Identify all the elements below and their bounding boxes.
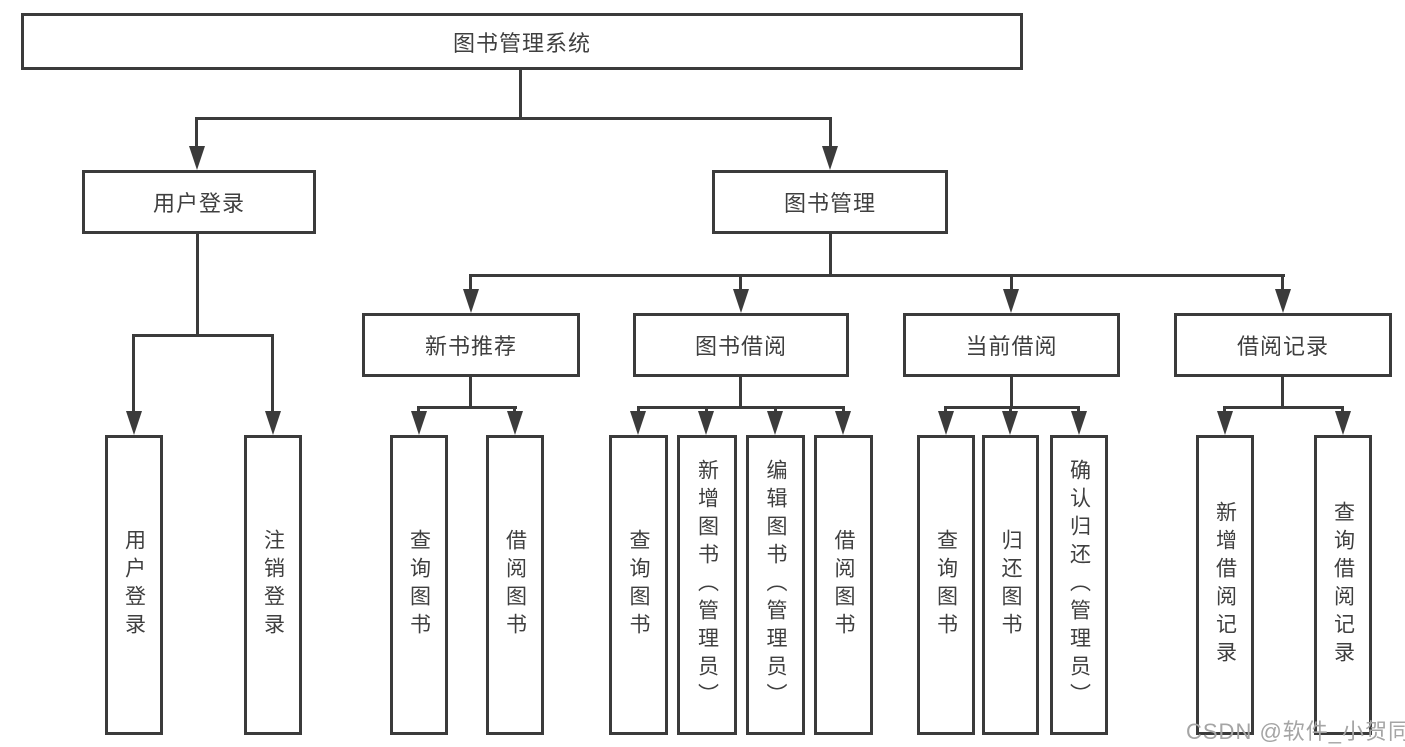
node-label: 新书推荐 [424,334,517,359]
node-root-label: 图书管理系统 [452,30,591,56]
leaf-borrow-books-2: 借阅图书 [814,435,873,735]
node-book-mgmt-label: 图书管理 [783,191,876,216]
arrow-down-icon [463,289,479,313]
leaf-query-borrow-record: 查询借阅记录 [1314,435,1372,735]
connector-line [469,377,472,409]
node-borrow-records: 借阅记录 [1174,313,1392,377]
leaf-add-borrow-record: 新增借阅记录 [1196,435,1254,735]
arrow-down-icon [126,411,142,435]
leaf-borrow-books-1: 借阅图书 [486,435,544,735]
connector-line [469,274,1285,277]
connector-line [195,117,832,120]
connector-line [739,377,742,409]
arrow-down-icon [265,411,281,435]
leaf-query-books-2: 查询图书 [609,435,668,735]
arrow-down-icon [733,289,749,313]
connector-line [637,406,640,413]
arrow-down-icon [1003,289,1019,313]
arrow-down-icon [938,411,954,435]
leaf-label: 查询图书 [934,529,958,641]
connector-line [196,234,199,337]
arrow-down-icon [1002,411,1018,435]
leaf-label: 查询图书 [407,529,431,641]
leaf-label: 新增图书（管理员） [695,459,719,711]
csdn-watermark: CSDN @软件_小贺同学 [1186,719,1405,744]
connector-line [1223,406,1226,413]
connector-line [829,117,832,148]
leaf-label: 归还图书 [999,529,1022,641]
leaf-label: 用户登录 [122,529,146,641]
leaf-label: 编辑图书（管理员） [764,459,787,711]
arrow-down-icon [411,411,427,435]
arrow-down-icon [1275,289,1291,313]
leaf-label: 注销登录 [261,529,285,641]
node-book-mgmt: 图书管理 [712,170,948,234]
leaf-label: 确认归还（管理员） [1067,459,1091,711]
connector-line [829,234,832,277]
arrow-down-icon [1335,411,1351,435]
connector-line [1010,274,1013,291]
node-new-book-recommend: 新书推荐 [362,313,580,377]
connector-line [1009,406,1012,413]
connector-line [774,406,777,413]
leaf-query-books-3: 查询图书 [917,435,975,735]
connector-line [1077,406,1080,413]
leaf-label: 借阅图书 [503,529,527,641]
node-label: 借阅记录 [1236,334,1329,359]
leaf-label: 借阅图书 [832,529,855,641]
connector-line [469,274,472,291]
leaf-confirm-return-admin: 确认归还（管理员） [1050,435,1108,735]
connector-line [195,117,198,148]
leaf-add-book-admin: 新增图书（管理员） [677,435,737,735]
leaf-query-books-1: 查询图书 [390,435,448,735]
connector-line [132,334,135,413]
node-book-borrow: 图书借阅 [633,313,849,377]
connector-line [739,274,742,291]
arrow-down-icon [630,411,646,435]
arrow-down-icon [767,411,783,435]
node-label: 图书借阅 [694,334,787,359]
node-root: 图书管理系统 [21,13,1023,70]
connector-line [944,406,1080,409]
arrow-down-icon [698,411,714,435]
connector-line [944,406,947,413]
arrow-down-icon [835,411,851,435]
connector-line [1223,406,1344,409]
connector-line [1010,377,1013,409]
connector-line [417,406,517,409]
arrow-down-icon [1217,411,1233,435]
connector-line [1281,377,1284,409]
node-current-borrow: 当前借阅 [903,313,1120,377]
leaf-label: 新增借阅记录 [1213,501,1237,669]
connector-line [519,70,522,119]
arrow-down-icon [1071,411,1087,435]
leaf-return-books: 归还图书 [982,435,1039,735]
leaf-edit-book-admin: 编辑图书（管理员） [746,435,805,735]
connector-line [513,406,516,413]
connector-line [637,406,845,409]
leaf-label: 查询图书 [627,529,650,641]
connector-line [132,334,274,337]
connector-line [271,334,274,413]
arrow-down-icon [189,146,205,170]
arrow-down-icon [507,411,523,435]
arrow-down-icon [822,146,838,170]
connector-line [705,406,708,413]
node-label: 当前借阅 [965,334,1058,359]
connector-line [417,406,420,413]
leaf-logout: 注销登录 [244,435,302,735]
connector-line [1281,274,1284,291]
node-user-login-label: 用户登录 [152,191,245,216]
connector-line [842,406,845,413]
node-user-login: 用户登录 [82,170,316,234]
connector-line [1341,406,1344,413]
leaf-user-login: 用户登录 [105,435,163,735]
leaf-label: 查询借阅记录 [1331,501,1355,669]
